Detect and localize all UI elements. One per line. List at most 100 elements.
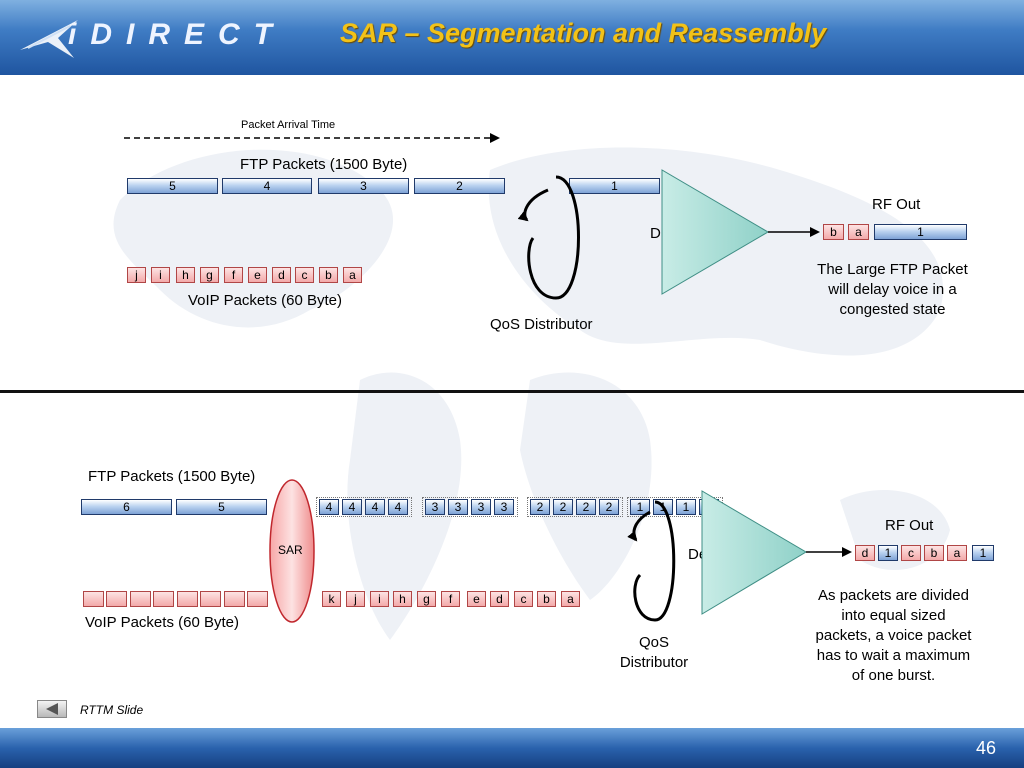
top-voip-packets-label: VoIP Packets (60 Byte) [188, 292, 342, 309]
top-ftp-packet: 4 [222, 178, 312, 194]
bottom-voip-packet: b [537, 591, 556, 607]
top-rf-out-voip-packet: a [848, 224, 869, 240]
segment-group [527, 497, 623, 517]
bottom-voip-packet: j [346, 591, 365, 607]
back-button[interactable] [37, 700, 67, 718]
top-voip-packet: f [224, 267, 243, 283]
slide-title: SAR – Segmentation and Reassembly [340, 18, 827, 48]
segment-packet: 2 [599, 499, 619, 515]
top-dequeue-triangle [661, 169, 769, 295]
sar-label: SAR [278, 543, 303, 557]
bottom-rf-out-voip-packet: d [855, 545, 875, 561]
empty-voip-packet [224, 591, 245, 607]
empty-voip-packet [130, 591, 151, 607]
empty-voip-packet [200, 591, 221, 607]
page-number: 46 [975, 738, 996, 758]
segment-group [422, 497, 518, 517]
footer-bar: 46 [0, 728, 1024, 768]
bottom-rf-out-ftp-packet: 1 [878, 545, 898, 561]
top-ftp-packets-label: FTP Packets (1500 Byte) [240, 156, 408, 173]
top-voip-packet: j [127, 267, 146, 283]
bottom-voip-packet: f [441, 591, 460, 607]
idirect-swoosh-icon [20, 20, 78, 58]
segment-packet: 4 [319, 499, 339, 515]
idirect-logo: iDIRECT [68, 18, 286, 51]
top-note-line: will delay voice in a [828, 281, 957, 298]
bottom-rf-out-ftp-packet: 1 [972, 545, 994, 561]
top-voip-packet: d [272, 267, 291, 283]
header-banner: iDIRECT SAR – Segmentation and Reassembl… [0, 0, 1024, 75]
top-voip-packet: g [200, 267, 219, 283]
bottom-voip-packet: d [490, 591, 509, 607]
bottom-ftp-packet: 6 [81, 499, 172, 515]
bottom-note-line: has to wait a maximum [816, 647, 971, 664]
section-divider [0, 390, 1024, 393]
bottom-voip-packet: g [417, 591, 436, 607]
top-ftp-packet: 2 [414, 178, 505, 194]
segment-packet: 1 [630, 499, 650, 515]
top-qos-loop-path [527, 175, 580, 300]
segment-group [316, 497, 412, 517]
top-voip-packet: h [176, 267, 195, 283]
sar-ellipse [269, 479, 315, 623]
top-voip-packet: b [319, 267, 338, 283]
top-qos-loop-path [517, 188, 549, 222]
bottom-voip-packets-label: VoIP Packets (60 Byte) [85, 614, 239, 631]
top-qos-distributor-label: QoS Distributor [490, 316, 593, 333]
segment-packet: 4 [388, 499, 408, 515]
bottom-note-line: As packets are divided [818, 587, 969, 604]
bottom-qos-loop-path [627, 510, 651, 542]
empty-voip-packet [247, 591, 268, 607]
top-note-line: congested state [839, 301, 946, 318]
segment-packet: 3 [471, 499, 491, 515]
empty-voip-packet [83, 591, 104, 607]
top-rf-out-label: RF Out [872, 196, 921, 213]
bottom-qos-loop-path [633, 500, 676, 622]
qos-line: Distributor [619, 654, 689, 671]
left-triangle-icon [46, 703, 58, 715]
top-voip-packet: c [295, 267, 314, 283]
bottom-voip-packet: i [370, 591, 389, 607]
bottom-qos-distributor-label: QoS Distributor [604, 633, 704, 673]
packet-arrival-time-label: Packet Arrival Time [241, 119, 336, 131]
bottom-ftp-packets-label: FTP Packets (1500 Byte) [88, 468, 256, 485]
segment-packet: 1 [676, 499, 696, 515]
top-note-line: The Large FTP Packet [817, 261, 968, 278]
qos-line: QoS [638, 634, 669, 651]
segment-packet: 4 [342, 499, 362, 515]
empty-voip-packet [177, 591, 198, 607]
top-voip-packet: i [151, 267, 170, 283]
bottom-rf-out-label: RF Out [885, 517, 934, 534]
bottom-voip-packet: e [467, 591, 486, 607]
top-ftp-packet: 5 [127, 178, 218, 194]
bottom-note: As packets are divided into equal sized … [796, 586, 991, 686]
top-voip-packet: a [343, 267, 362, 283]
rttm-slide-label: RTTM Slide [80, 703, 144, 717]
empty-voip-packet [106, 591, 127, 607]
segment-packet: 4 [365, 499, 385, 515]
bottom-rf-out-voip-packet: a [947, 545, 967, 561]
bottom-voip-packet: h [393, 591, 412, 607]
segment-packet: 2 [530, 499, 550, 515]
top-note: The Large FTP Packet will delay voice in… [800, 260, 985, 320]
top-rf-out-ftp-packet: 1 [874, 224, 967, 240]
segment-packet: 3 [494, 499, 514, 515]
bottom-note-line: packets, a voice packet [815, 627, 972, 644]
segment-packet: 3 [448, 499, 468, 515]
bottom-voip-packet: c [514, 591, 533, 607]
bottom-rf-out-voip-packet: b [924, 545, 944, 561]
top-ftp-packet: 3 [318, 178, 409, 194]
bottom-voip-packet: k [322, 591, 341, 607]
bottom-ftp-packet: 5 [176, 499, 267, 515]
top-voip-packet: e [248, 267, 267, 283]
bottom-note-line: of one burst. [851, 667, 936, 684]
segment-packet: 2 [553, 499, 573, 515]
bottom-rf-out-voip-packet: c [901, 545, 921, 561]
top-rf-out-voip-packet: b [823, 224, 844, 240]
bottom-note-line: into equal sized [841, 607, 946, 624]
segment-packet: 3 [425, 499, 445, 515]
bottom-voip-packet: a [561, 591, 580, 607]
segment-packet: 2 [576, 499, 596, 515]
bottom-dequeue-triangle [701, 490, 807, 615]
